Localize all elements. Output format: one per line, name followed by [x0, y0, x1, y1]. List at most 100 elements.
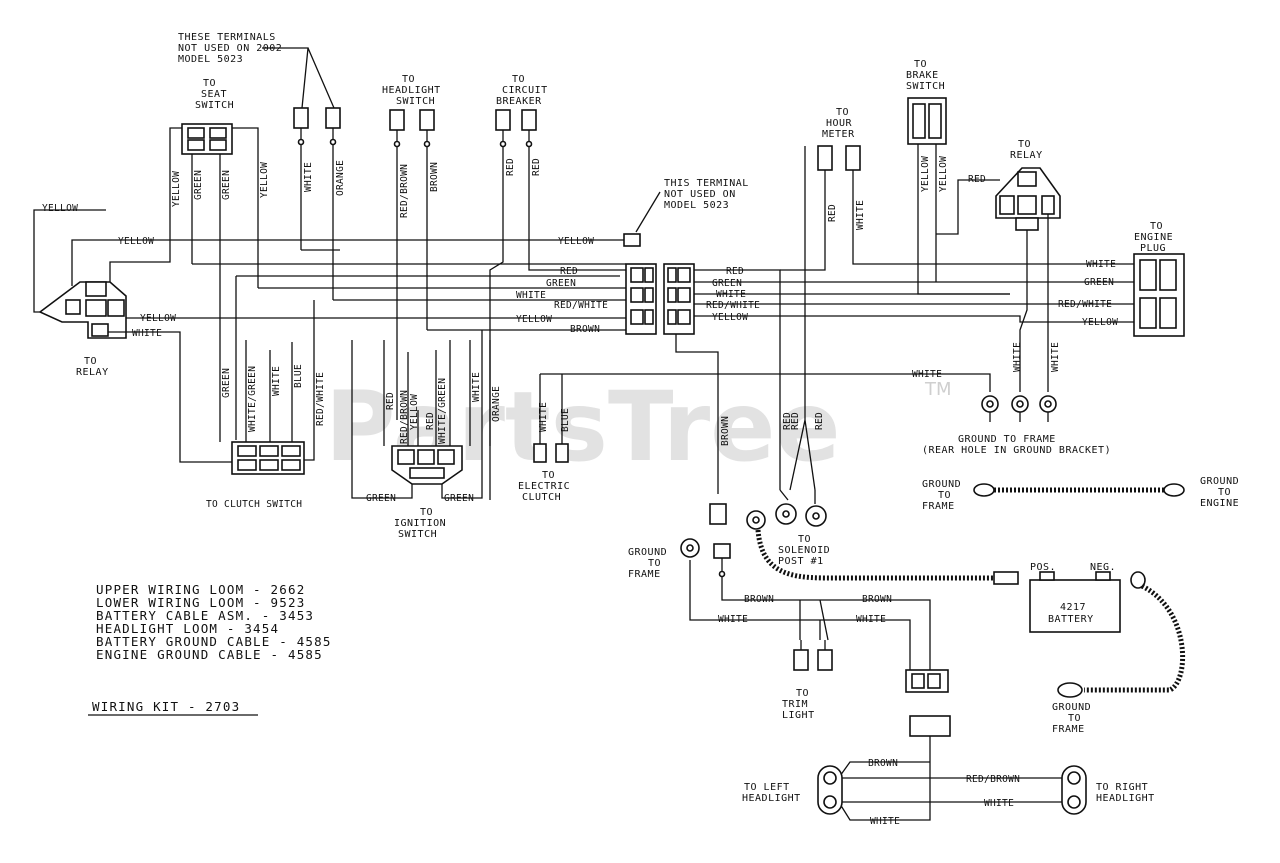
svg-text:GROUND: GROUND [1200, 476, 1239, 487]
svg-text:GREEN: GREEN [712, 278, 742, 289]
svg-text:RED: RED [814, 412, 825, 430]
svg-text:ENGINE: ENGINE [1134, 232, 1173, 243]
svg-text:YELLOW: YELLOW [42, 203, 78, 214]
svg-text:HEADLIGHT LOOM - 3454: HEADLIGHT LOOM - 3454 [96, 621, 279, 636]
svg-text:GREEN: GREEN [444, 493, 474, 504]
svg-text:WHITE: WHITE [516, 290, 546, 301]
svg-text:RED: RED [827, 204, 838, 222]
svg-text:BATTERY CABLE ASM. - 3453: BATTERY CABLE ASM. - 3453 [96, 608, 314, 623]
svg-text:YELLOW: YELLOW [920, 156, 931, 192]
trim-light-label: TO TRIM LIGHT [782, 688, 815, 721]
battery: POS. NEG. 4217 BATTERY [1029, 562, 1121, 633]
relay-right-connector [995, 167, 1061, 231]
svg-text:BATTERY: BATTERY [1048, 614, 1094, 625]
svg-text:TO: TO [1068, 713, 1081, 724]
svg-text:TO: TO [836, 107, 849, 118]
svg-text:TO: TO [1218, 487, 1231, 498]
connector-breaker-2 [521, 109, 537, 131]
svg-text:NOT USED ON 2002: NOT USED ON 2002 [178, 43, 282, 54]
connector-hour-meter-1 [817, 145, 833, 171]
svg-text:POS.: POS. [1030, 562, 1056, 573]
svg-text:RED: RED [505, 158, 516, 176]
svg-text:FRAME: FRAME [1052, 724, 1085, 735]
svg-text:TO RIGHT: TO RIGHT [1096, 782, 1148, 793]
connector-unused-2 [325, 107, 341, 129]
ground-rings-right [981, 395, 1057, 422]
connector-lower-loom [713, 543, 731, 559]
svg-text:POST #1: POST #1 [778, 556, 824, 567]
svg-text:WHITE/GREEN: WHITE/GREEN [437, 378, 448, 444]
svg-text:WHITE: WHITE [870, 816, 900, 827]
svg-text:RED: RED [782, 412, 793, 430]
svg-text:RED: RED [531, 158, 542, 176]
svg-text:BROWN: BROWN [429, 162, 440, 192]
svg-text:RED/BROWN: RED/BROWN [966, 774, 1020, 785]
svg-text:WHITE: WHITE [303, 162, 314, 192]
svg-text:WHITE: WHITE [132, 328, 162, 339]
svg-text:YELLOW: YELLOW [1082, 317, 1118, 328]
center-connector-left [625, 263, 657, 335]
svg-text:HEADLIGHT: HEADLIGHT [742, 793, 801, 804]
svg-text:ELECTRIC: ELECTRIC [518, 481, 570, 492]
svg-text:MODEL 5023: MODEL 5023 [664, 200, 729, 211]
ignition-switch-connector [391, 445, 463, 485]
svg-text:NEG.: NEG. [1090, 562, 1116, 573]
svg-text:YELLOW: YELLOW [118, 236, 154, 247]
svg-text:HEADLIGHT: HEADLIGHT [1096, 793, 1155, 804]
svg-text:SEAT: SEAT [201, 89, 227, 100]
svg-text:WHITE: WHITE [538, 402, 549, 432]
svg-text:WHITE: WHITE [1012, 342, 1023, 372]
svg-text:RED: RED [968, 174, 986, 185]
svg-text:YELLOW: YELLOW [171, 171, 182, 207]
svg-text:WHITE: WHITE [912, 369, 942, 380]
svg-text:GREEN: GREEN [221, 368, 232, 398]
svg-text:LIGHT: LIGHT [782, 710, 815, 721]
svg-text:BLUE: BLUE [560, 408, 571, 432]
svg-text:SOLENOID: SOLENOID [778, 545, 830, 556]
svg-text:SWITCH: SWITCH [195, 100, 234, 111]
svg-text:WHITE: WHITE [984, 798, 1014, 809]
svg-text:WHITE: WHITE [855, 200, 866, 230]
svg-text:BROWN: BROWN [868, 758, 898, 769]
headlight-switch-label: TO HEADLIGHT SWITCH [382, 74, 440, 107]
clutch-switch-label: TO CLUTCH SWITCH [206, 499, 302, 510]
parts-list: UPPER WIRING LOOM - 2662 LOWER WIRING LO… [96, 582, 332, 662]
engine-ground-cable [973, 483, 1185, 497]
svg-text:PLUG: PLUG [1140, 243, 1166, 254]
svg-text:RELAY: RELAY [1010, 150, 1043, 161]
svg-text:YELLOW: YELLOW [259, 162, 270, 198]
svg-text:ORANGE: ORANGE [335, 160, 346, 196]
svg-text:IGNITION: IGNITION [394, 518, 446, 529]
engine-plug-connector [1133, 253, 1185, 337]
svg-text:RED/BROWN: RED/BROWN [399, 164, 410, 218]
ground-frame-right-label: GROUND TO FRAME (REAR HOLE IN GROUND BRA… [922, 434, 1111, 456]
svg-text:4217: 4217 [1060, 602, 1086, 613]
svg-text:BATTERY GROUND CABLE - 4585: BATTERY GROUND CABLE - 4585 [96, 634, 332, 649]
center-connector-right [663, 263, 695, 335]
svg-text:GREEN: GREEN [546, 278, 576, 289]
solenoid-rings [775, 489, 827, 527]
svg-text:RED/BROWN: RED/BROWN [399, 390, 410, 444]
svg-text:ORANGE: ORANGE [491, 386, 502, 422]
svg-text:YELLOW: YELLOW [140, 313, 176, 324]
clutch-switch-connector [231, 441, 305, 475]
ground-to-frame-a-label: GROUND TO FRAME [922, 479, 961, 512]
battery-cable [746, 510, 1019, 585]
svg-text:SWITCH: SWITCH [396, 96, 435, 107]
svg-text:YELLOW: YELLOW [712, 312, 748, 323]
note-unused-terminals: THESE TERMINALS NOT USED ON 2002 MODEL 5… [178, 32, 282, 65]
watermark-tm: TM [924, 379, 952, 400]
svg-text:GREEN: GREEN [193, 170, 204, 200]
svg-text:CIRCUIT: CIRCUIT [502, 85, 548, 96]
svg-text:WHITE: WHITE [471, 372, 482, 402]
ground-frame-left-ring [680, 538, 700, 558]
ignition-switch-label: TO IGNITION SWITCH [394, 507, 446, 540]
svg-text:FRAME: FRAME [922, 501, 955, 512]
svg-text:TO: TO [1018, 139, 1031, 150]
svg-text:RED: RED [425, 412, 436, 430]
svg-text:THESE TERMINALS: THESE TERMINALS [178, 32, 276, 43]
svg-text:RED: RED [385, 392, 396, 410]
svg-text:BROWN: BROWN [720, 416, 731, 446]
svg-text:WHITE: WHITE [1050, 342, 1061, 372]
